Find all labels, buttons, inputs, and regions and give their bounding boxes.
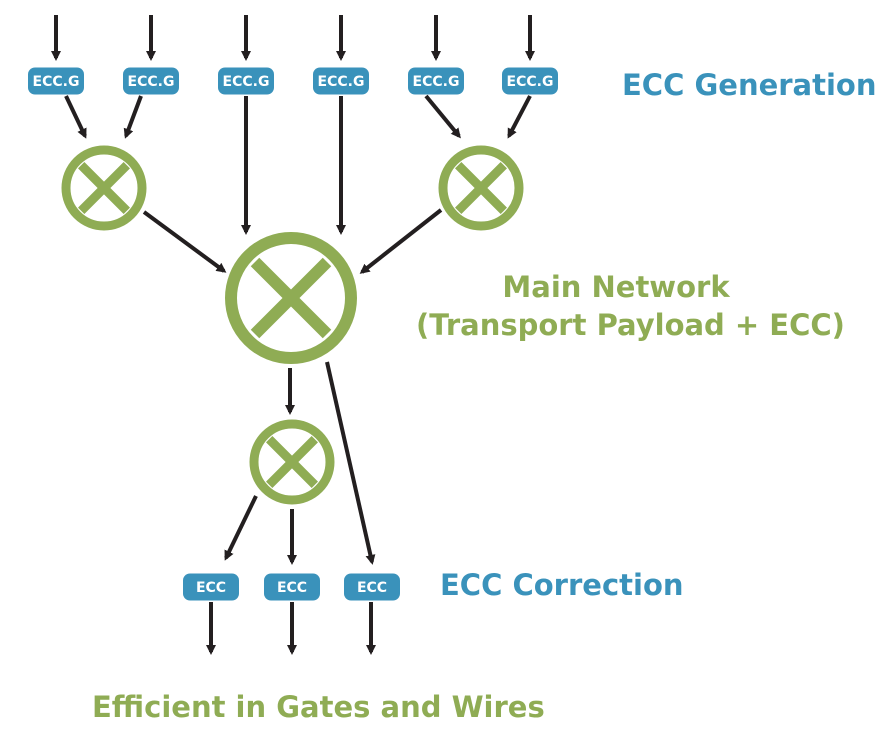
ecc-generator-pill: ECC.G [123, 67, 179, 95]
pill-label: ECC.G [128, 74, 175, 90]
xor-node-left [61, 145, 147, 231]
ecc-corrector-pill: ECC [264, 573, 320, 601]
arrow-gen6-to-right-node [507, 95, 532, 139]
pill-label: ECC.G [318, 74, 365, 90]
ecc-generator-pill: ECC.G [313, 67, 369, 95]
ecc-generator-pill: ECC.G [218, 67, 274, 95]
ecc-correction-label: ECC Correction [440, 568, 684, 602]
ecc-generation-label: ECC Generation [622, 68, 877, 102]
pill-label: ECC.G [223, 74, 270, 90]
pill-label: ECC.G [413, 74, 460, 90]
pill-label: ECC [277, 580, 307, 596]
ecc-corrector-pill: ECC [183, 573, 239, 601]
ecc-generator-pill: ECC.G [408, 67, 464, 95]
xor-node-right [438, 145, 524, 231]
arrow-gen5-to-right-node [424, 94, 461, 139]
main-network-label: Main Network (Transport Payload + ECC) [416, 268, 845, 344]
arrow-main-to-corrector3 [325, 361, 376, 565]
xor-node-lower [249, 419, 335, 505]
arrow-lower-node-to-corrector1 [224, 495, 258, 561]
footer-caption: Efficient in Gates and Wires [92, 690, 545, 724]
ecc-corrector-pill: ECC [344, 573, 400, 601]
arrow-right-node-to-main [359, 208, 443, 274]
ecc-generator-pill: ECC.G [502, 67, 558, 95]
arrow-gen2-to-left-node [123, 95, 143, 139]
pill-label: ECC.G [33, 74, 80, 90]
pill-label: ECC [196, 580, 226, 596]
main-network-subtitle: (Transport Payload + ECC) [416, 308, 845, 342]
xor-node-main [225, 232, 357, 364]
arrow-gen1-to-left-node [64, 95, 87, 139]
pill-label: ECC.G [507, 74, 554, 90]
ecc-generator-pill: ECC.G [28, 67, 84, 95]
main-network-title: Main Network [502, 270, 730, 304]
arrow-left-node-to-main [142, 210, 227, 273]
pill-label: ECC [357, 580, 387, 596]
